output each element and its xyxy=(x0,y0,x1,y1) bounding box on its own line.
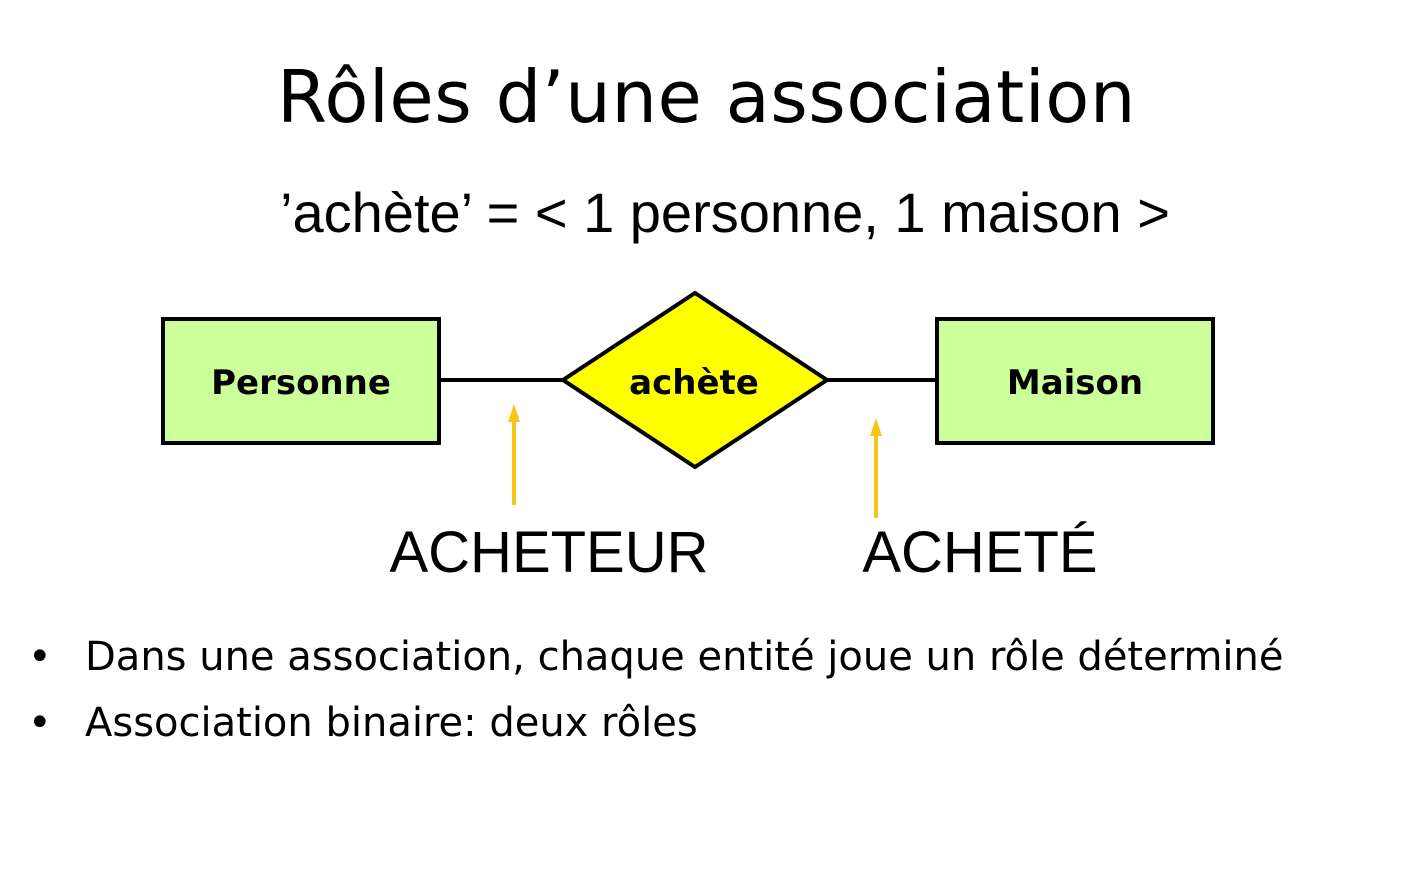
relationship-achete-diamond[interactable] xyxy=(559,290,831,470)
entity-maison-label: Maison xyxy=(1007,363,1143,403)
bullet-symbol: • xyxy=(28,700,52,746)
role-label-achete: ACHETÉ xyxy=(862,520,1097,585)
bullet-list: • Dans une association, chaque entité jo… xyxy=(28,624,1284,756)
relationship-achete-label: achète xyxy=(629,363,759,403)
bullet-item: • Dans une association, chaque entité jo… xyxy=(28,624,1284,690)
slide-subtitle: ’achète’ = < 1 personne, 1 maison > xyxy=(280,181,1170,244)
role-arrowhead-achete xyxy=(870,418,882,436)
er-diagram-canvas: Personne achète Maison ACHETEUR ACHETÉ xyxy=(161,290,1215,585)
slide-title: Rôles d’une association xyxy=(277,55,1136,139)
role-arrowhead-acheteur xyxy=(508,404,520,422)
bullet-text: Dans une association, chaque entité joue… xyxy=(85,634,1284,680)
bullet-item: • Association binaire: deux rôles xyxy=(28,690,1284,756)
role-label-acheteur: ACHETEUR xyxy=(389,520,708,585)
entity-personne-box[interactable] xyxy=(161,317,441,445)
entity-personne-label: Personne xyxy=(211,363,391,403)
bullet-symbol: • xyxy=(28,634,52,680)
entity-maison-box[interactable] xyxy=(935,317,1215,445)
bullet-text: Association binaire: deux rôles xyxy=(85,700,698,746)
er-diagram: Personne achète Maison ACHETEUR ACHETÉ xyxy=(0,280,1413,600)
